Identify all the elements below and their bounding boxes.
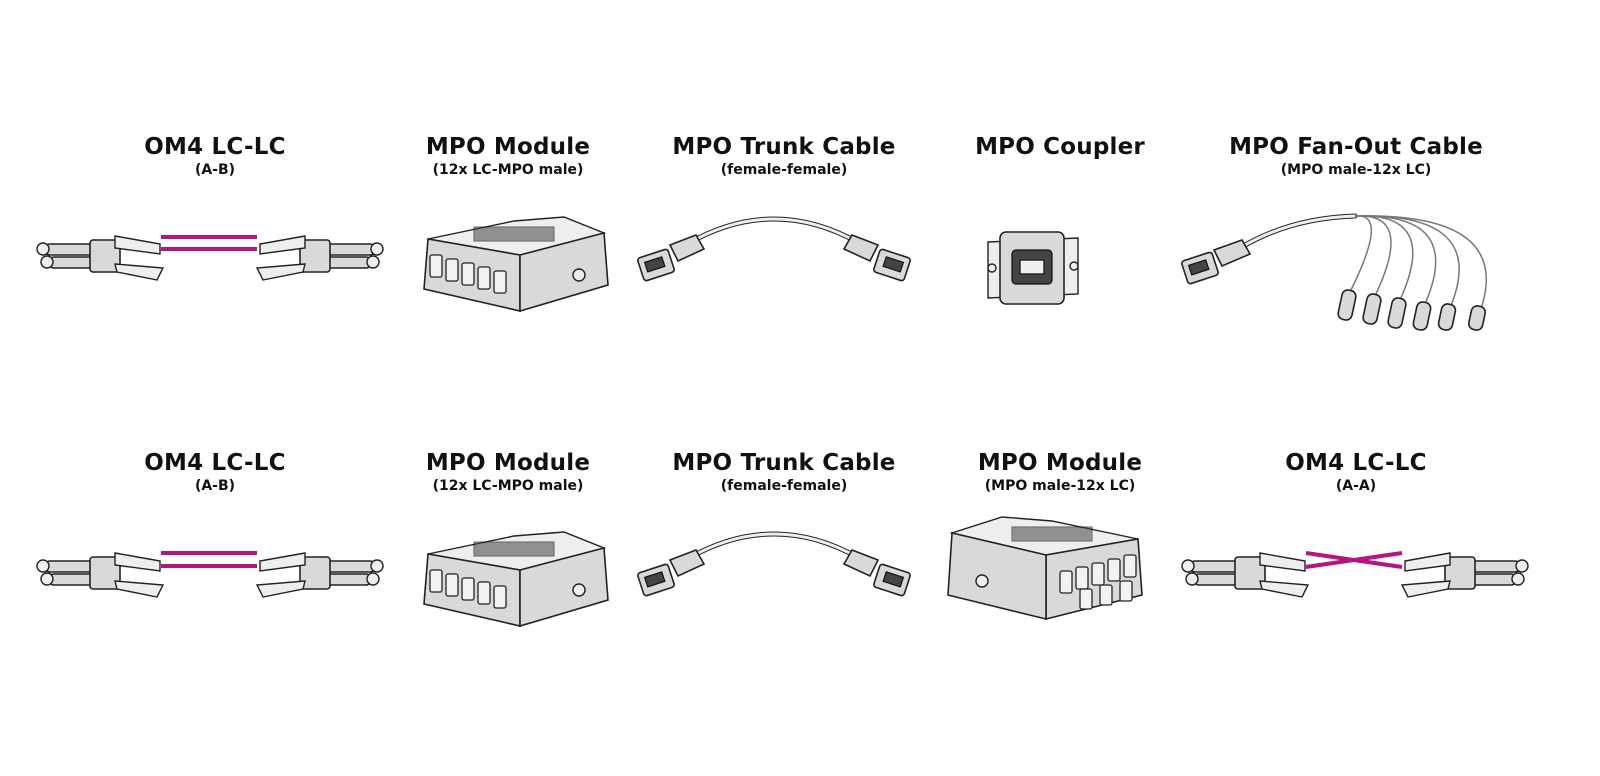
label-om4-lc-lc-aa-row2: OM4 LC-LC (A-A) (1206, 450, 1506, 494)
lc-lc-patch-cable-ab-icon (36, 551, 384, 598)
item-title: OM4 LC-LC (144, 450, 286, 476)
label-mpo-fan-out-cable-row1: MPO Fan-Out Cable (MPO male-12x LC) (1206, 134, 1506, 178)
item-subtitle: (A-A) (1335, 478, 1377, 494)
item-title: MPO Fan-Out Cable (1229, 134, 1483, 160)
label-om4-lc-lc-ab-row1: OM4 LC-LC (A-B) (65, 134, 365, 178)
mpo-female-connector-left (637, 234, 706, 282)
item-subtitle: (12x LC-MPO male) (432, 162, 584, 178)
mpo-female-connector-right (842, 234, 911, 282)
label-mpo-module-row2: MPO Module (12x LC-MPO male) (358, 450, 658, 494)
label-mpo-module-row2b: MPO Module (MPO male-12x LC) (910, 450, 1210, 494)
mpo-trunk-cable-icon (637, 216, 911, 282)
lc-duplex-connector-left (1181, 552, 1310, 598)
item-subtitle: (MPO male-12x LC) (1280, 162, 1432, 178)
label-mpo-trunk-cable-row2: MPO Trunk Cable (female-female) (634, 450, 934, 494)
lc-duplex-connector-right (255, 552, 384, 598)
item-title: OM4 LC-LC (1285, 450, 1427, 476)
mpo-module-icon (947, 516, 1143, 621)
lc-lc-patch-cable-ab-icon (36, 235, 384, 281)
mpo-module-icon (423, 216, 609, 313)
mpo-male-connector (1181, 239, 1252, 285)
lc-lc-patch-cable-aa-icon (1181, 551, 1529, 598)
item-subtitle: (12x LC-MPO male) (432, 478, 584, 494)
item-title: OM4 LC-LC (144, 134, 286, 160)
item-subtitle: (female-female) (720, 162, 848, 178)
label-mpo-trunk-cable-row1: MPO Trunk Cable (female-female) (634, 134, 934, 178)
mpo-module-icon (423, 531, 609, 628)
item-title: MPO Module (425, 450, 591, 476)
mpo-trunk-cable-icon (637, 531, 911, 597)
mpo-female-connector-left (637, 549, 706, 597)
mpo-fan-out-cable-icon (1181, 213, 1488, 331)
mpo-female-connector-right (842, 549, 911, 597)
item-subtitle: (A-B) (194, 478, 236, 494)
label-mpo-coupler-row1: MPO Coupler (910, 134, 1210, 162)
lc-duplex-connector-left (36, 552, 165, 598)
item-title: MPO Module (425, 134, 591, 160)
item-title: MPO Trunk Cable (672, 134, 896, 160)
item-subtitle: (A-B) (194, 162, 236, 178)
mpo-coupler-icon (987, 231, 1079, 305)
label-om4-lc-lc-ab-row2: OM4 LC-LC (A-B) (65, 450, 365, 494)
item-subtitle: (female-female) (720, 478, 848, 494)
item-title: MPO Trunk Cable (672, 450, 896, 476)
item-title: MPO Coupler (975, 134, 1145, 160)
item-title: MPO Module (977, 450, 1143, 476)
item-subtitle: (MPO male-12x LC) (984, 478, 1136, 494)
lc-duplex-connector-right (255, 235, 384, 281)
lc-duplex-connector-left (36, 235, 165, 281)
lc-duplex-connector-right (1400, 552, 1529, 598)
label-mpo-module-row1: MPO Module (12x LC-MPO male) (358, 134, 658, 178)
